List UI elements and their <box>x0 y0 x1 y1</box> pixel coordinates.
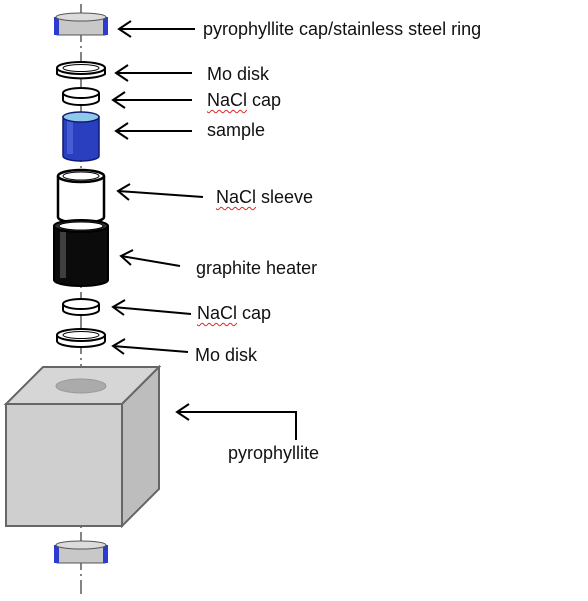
graphite-heater <box>53 219 109 287</box>
nacl-word: NaCl <box>197 303 238 323</box>
label-nacl-cap-bottom: NaCl cap <box>197 303 271 323</box>
arrow-graphite-heater <box>119 249 181 267</box>
arrow-top-cap <box>117 20 195 38</box>
label-sample: sample <box>207 120 266 140</box>
mo-disk-bottom <box>56 328 106 348</box>
label-graphite-heater: graphite heater <box>196 258 318 278</box>
nacl-sleeve <box>56 168 106 225</box>
label-top-cap: pyrophyllite cap/stainless steel ring <box>203 19 482 39</box>
label-mo-disk-bottom: Mo disk <box>195 345 258 365</box>
nacl-cap-top <box>62 87 100 106</box>
arrow-sample <box>114 122 192 140</box>
cube-bore-hole <box>55 378 107 394</box>
sleeve-word: sleeve <box>256 187 314 207</box>
arrow-nacl-cap-top <box>111 91 192 109</box>
pyrophyllite-cube <box>3 364 162 529</box>
label-mo-disk-top: Mo disk <box>207 64 270 84</box>
label-nacl-cap-top: NaCl cap <box>207 90 281 110</box>
nacl-word: NaCl <box>207 90 248 110</box>
arrow-pyrophyllite <box>175 403 297 440</box>
arrow-nacl-cap-bottom <box>111 299 192 316</box>
cap-word: cap <box>247 90 282 110</box>
top-cap-ring <box>54 12 108 36</box>
nacl-cap-bottom <box>62 298 100 316</box>
arrow-mo-disk-bottom <box>111 338 189 355</box>
arrow-mo-disk-top <box>114 64 192 82</box>
bottom-cap-ring <box>54 540 108 564</box>
label-nacl-sleeve: NaCl sleeve <box>216 187 313 207</box>
mo-disk-top <box>56 61 106 80</box>
arrow-nacl-sleeve <box>116 183 204 201</box>
sample-cylinder <box>62 111 100 162</box>
label-pyrophyllite: pyrophyllite <box>228 443 320 463</box>
nacl-word: NaCl <box>216 187 257 207</box>
cap-word: cap <box>237 303 272 323</box>
